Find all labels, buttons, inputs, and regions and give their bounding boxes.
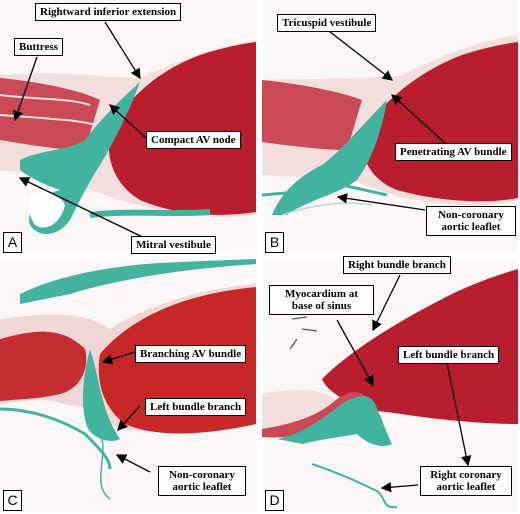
histology-image-b [262, 0, 518, 253]
panel-letter-c: C [3, 490, 22, 511]
panel-letter-b: B [265, 232, 284, 253]
label-rightward-inferior-extension: Rightward inferior extension [35, 3, 182, 21]
panel-letter-d: D [265, 490, 284, 511]
label-noncoronary-c: Non-coronary aortic leaflet [158, 466, 246, 496]
panel-c [0, 259, 256, 512]
label-left-bundle-branch-d: Left bundle branch [398, 346, 500, 364]
label-left-bundle-branch-c: Left bundle branch [145, 398, 247, 416]
label-branching-av-bundle: Branching AV bundle [135, 345, 247, 363]
label-compact-av-node: Compact AV node [146, 131, 241, 149]
label-tricuspid-vestibule: Tricuspid vestibule [277, 14, 377, 32]
label-right-coronary-leaflet: Right coronary aortic leaflet [420, 466, 512, 496]
label-mitral-vestibule: Mitral vestibule [131, 236, 216, 254]
panel-letter-a: A [3, 232, 22, 253]
label-noncoronary-b: Non-coronary aortic leaflet [426, 206, 516, 236]
label-penetrating-av-bundle: Penetrating AV bundle [395, 143, 512, 161]
label-right-bundle-branch: Right bundle branch [343, 256, 451, 274]
label-myocardium-base-sinus: Myocardium at base of sinus [269, 285, 374, 315]
label-buttress: Buttress [14, 38, 63, 56]
